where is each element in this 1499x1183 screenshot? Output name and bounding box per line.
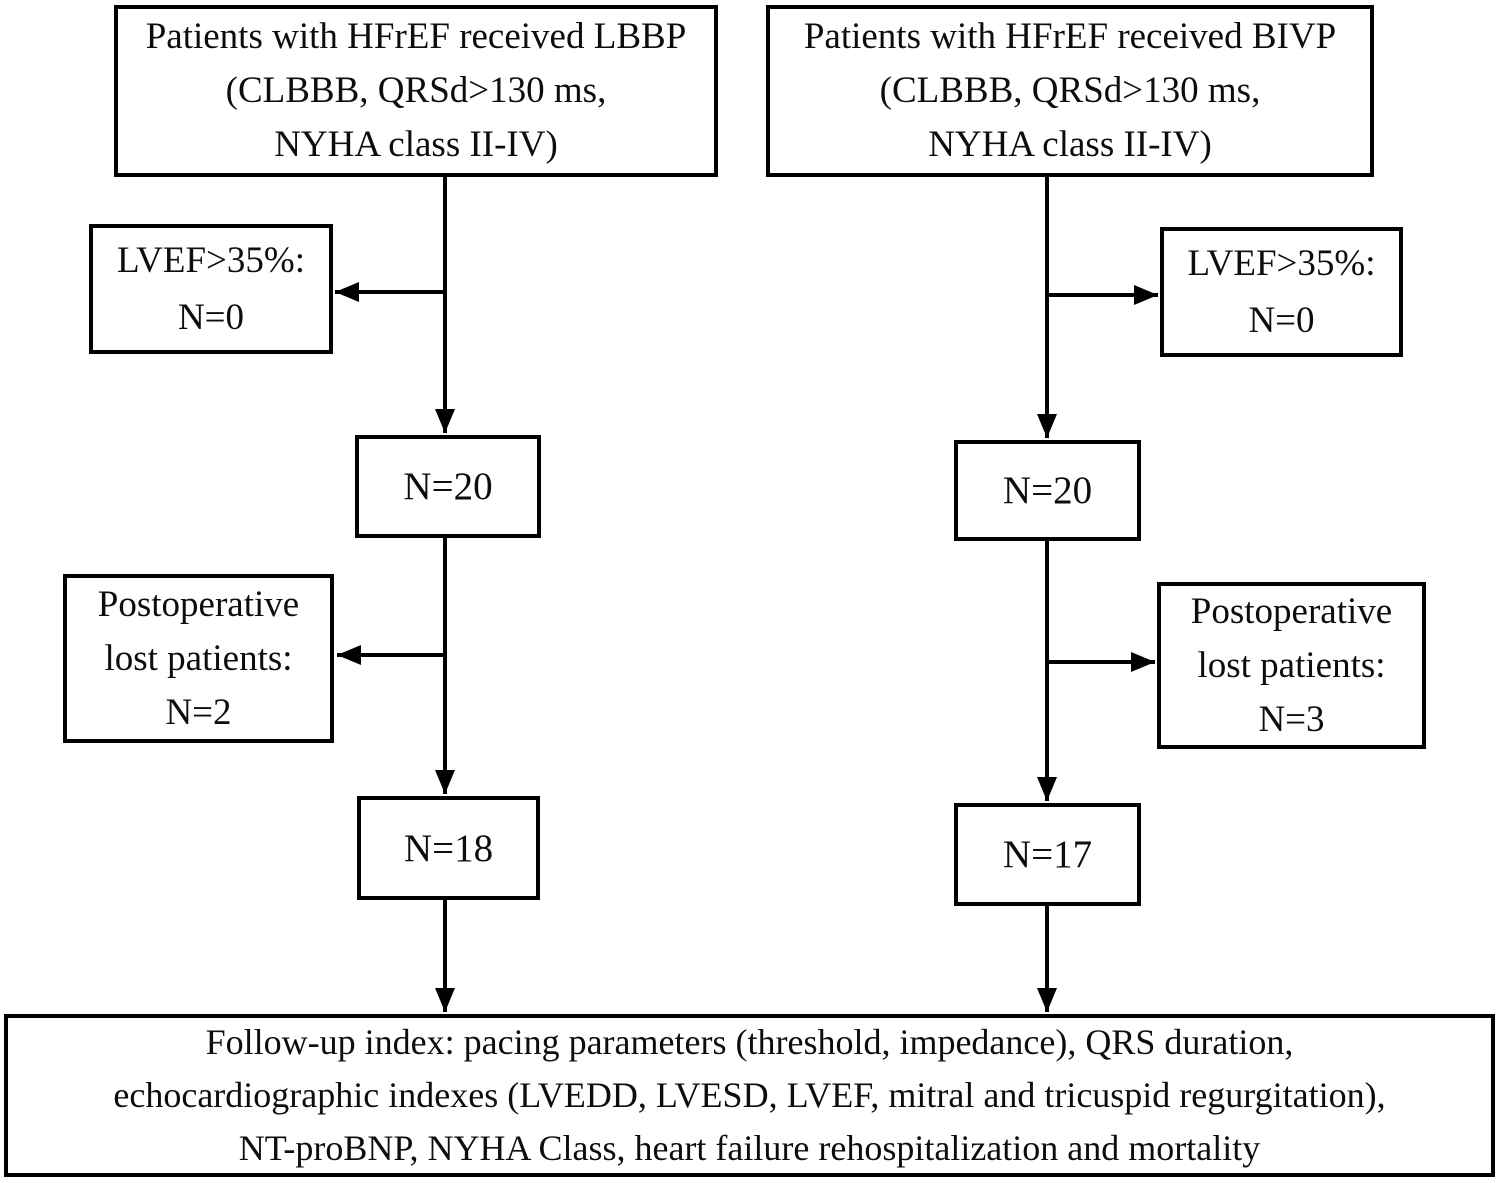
box-text-line: N=18 [403,826,494,870]
box-lbbp-enrolled-count: N=20 [355,435,541,538]
box-lbbp-final-count: N=18 [357,796,540,900]
box-text-line: (CLBBB, QRSd>130 ms, [225,70,607,111]
box-text-line: echocardiographic indexes (LVEDD, LVESD,… [113,1075,1386,1115]
box-bivp-lost-patients: Postoperative lost patients: N=3 [1157,582,1426,749]
box-text-line: N=20 [1002,469,1093,512]
box-bivp-excluded-lvef: LVEF>35%: N=0 [1160,227,1403,357]
box-text-line: Postoperative [97,583,300,625]
box-text-line: N=20 [403,465,493,508]
box-text-line: LVEF>35%: [116,240,306,281]
box-text-line: N=17 [1002,833,1093,876]
box-text-line: Patients with HFrEF received BIVP [803,16,1337,57]
box-text-line: Patients with HFrEF received LBBP [145,16,687,57]
box-text-line: N=2 [165,691,232,733]
box-text-line: N=0 [1248,300,1315,341]
box-text-line: Follow-up index: pacing parameters (thre… [205,1022,1294,1062]
box-text-line: NYHA class II-IV) [274,124,558,165]
box-text-line: N=3 [1258,698,1325,740]
box-lbbp-lost-patients: Postoperative lost patients: N=2 [63,574,334,743]
box-lbbp-inclusion: Patients with HFrEF received LBBP (CLBBB… [114,5,718,177]
box-text-line: (CLBBB, QRSd>130 ms, [879,70,1261,111]
box-lbbp-excluded-lvef: LVEF>35%: N=0 [89,224,333,354]
box-text-line: NYHA class II-IV) [928,124,1212,165]
box-text-line: lost patients: [1197,644,1386,686]
box-bivp-inclusion: Patients with HFrEF received BIVP (CLBBB… [766,5,1374,177]
box-text-line: LVEF>35%: [1187,243,1376,284]
box-bivp-enrolled-count: N=20 [954,440,1141,541]
box-bivp-final-count: N=17 [954,803,1141,906]
box-text-line: N=0 [177,297,245,338]
box-text-line: NT-proBNP, NYHA Class, heart failure reh… [238,1128,1261,1168]
box-text-line: lost patients: [104,637,293,679]
box-text-line: Postoperative [1190,590,1393,632]
box-followup-index: Follow-up index: pacing parameters (thre… [4,1014,1495,1177]
